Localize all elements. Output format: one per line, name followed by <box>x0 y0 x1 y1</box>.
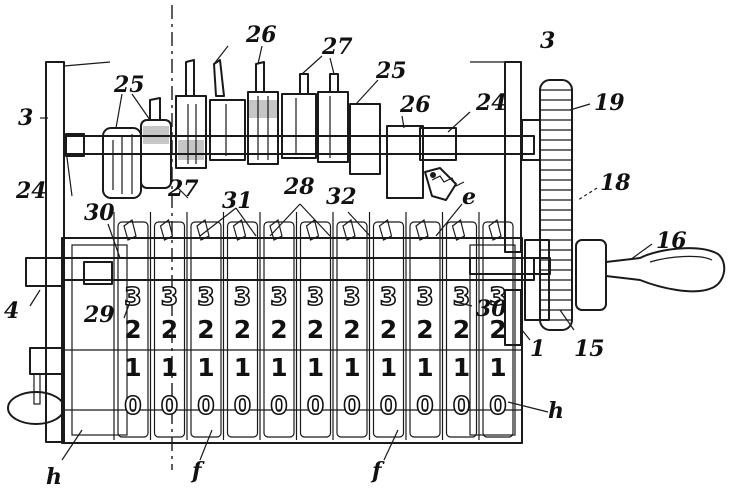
counter-wheel: 3 2 1 0 <box>441 212 478 440</box>
counter-wheel: 3 2 1 0 <box>478 212 514 440</box>
ref-label-1: 1 <box>530 336 545 362</box>
counter-wheel: 3 2 1 0 <box>259 212 295 440</box>
counter-digit: 1 <box>234 353 251 382</box>
counter-digit: 0 <box>453 391 470 420</box>
counter-digit: 1 <box>307 353 324 382</box>
ref-label-f: f <box>190 458 205 484</box>
ref-label-26: 26 <box>245 22 277 48</box>
counter-wheel: 3 2 1 0 <box>113 212 149 440</box>
counter-wheel: 3 2 1 0 <box>405 212 441 440</box>
ref-label-27: 27 <box>167 176 199 202</box>
ref-label-4: 4 <box>4 298 19 324</box>
upper-wheel-assembly <box>102 59 424 199</box>
ref-label-3: 3 <box>18 105 33 131</box>
counter-digit: 3 <box>453 282 470 311</box>
counter-digit: 0 <box>416 391 433 420</box>
counter-wheel: 3 2 1 0 <box>332 212 368 440</box>
ref-label-29: 29 <box>83 302 115 328</box>
pawl-and-spring <box>424 167 465 201</box>
counter-digit: 0 <box>343 391 360 420</box>
counter-digit: 0 <box>161 391 178 420</box>
counter-digit: 1 <box>380 353 397 382</box>
ref-label-h: h <box>548 398 564 424</box>
counter-digit: 3 <box>416 282 433 311</box>
counter-wheel: 3 2 1 0 <box>186 212 222 440</box>
counter-digit: 0 <box>234 391 251 420</box>
counter-digit: 1 <box>343 353 360 382</box>
ref-label-3: 3 <box>540 28 555 54</box>
counter-digit: 2 <box>270 315 287 344</box>
left-frame-plate <box>45 61 65 443</box>
counter-wheel: 3 2 1 0 <box>149 212 186 440</box>
crank-handle <box>469 247 726 293</box>
counter-digit: 3 <box>234 282 251 311</box>
counter-digit: 2 <box>124 315 141 344</box>
counter-digit: 2 <box>489 315 506 344</box>
counter-digit: 3 <box>380 282 397 311</box>
counter-wheel: 3 2 1 0 <box>368 212 405 440</box>
reference-labels: 3 3 25 25 26 26 27 27 24 24 19 18 16 15 … <box>4 22 687 490</box>
left-knob <box>7 347 65 425</box>
ref-label-27: 27 <box>321 34 353 60</box>
counter-digit: 3 <box>343 282 360 311</box>
counter-digit: 3 <box>270 282 287 311</box>
counter-digit: 1 <box>270 353 287 382</box>
ref-label-18: 18 <box>600 170 631 196</box>
counter-digit: 0 <box>270 391 287 420</box>
ref-label-f: f <box>370 458 385 484</box>
counter-digit: 3 <box>124 282 141 311</box>
counter-digit: 0 <box>124 391 141 420</box>
gear-train <box>521 79 607 331</box>
counter-digit: 0 <box>489 391 506 420</box>
ref-label-25: 25 <box>113 72 145 98</box>
counter-digit: 1 <box>416 353 433 382</box>
ref-label-26: 26 <box>399 92 431 118</box>
ref-label-30: 30 <box>476 296 507 322</box>
counter-digit: 0 <box>197 391 214 420</box>
counter-digit: 2 <box>307 315 324 344</box>
counter-digit: 3 <box>307 282 324 311</box>
ref-label-28: 28 <box>283 174 315 200</box>
counter-digit: 2 <box>197 315 214 344</box>
counter-digit: 1 <box>197 353 214 382</box>
ref-label-h: h <box>46 464 62 490</box>
counter-digit: 1 <box>124 353 141 382</box>
counter-wheels: 3210321032103210321032103210321032103210… <box>113 212 514 440</box>
counter-digit: 2 <box>234 315 251 344</box>
ref-label-19: 19 <box>594 90 625 116</box>
counter-digit: 3 <box>161 282 178 311</box>
ref-label-25: 25 <box>375 58 407 84</box>
lower-shaft <box>25 257 535 287</box>
counter-digit: 2 <box>343 315 360 344</box>
ref-label-31: 31 <box>222 188 253 214</box>
counter-digit: 3 <box>197 282 214 311</box>
counter-digit: 2 <box>416 315 433 344</box>
counter-digit: 1 <box>453 353 470 382</box>
ref-label-32: 32 <box>326 184 357 210</box>
counter-digit: 1 <box>489 353 506 382</box>
counter-digit: 2 <box>453 315 470 344</box>
ref-label-24: 24 <box>475 90 507 116</box>
ref-label-30: 30 <box>84 200 115 226</box>
upper-shaft <box>63 127 535 161</box>
ref-label-16: 16 <box>656 228 687 254</box>
base-frame <box>61 237 523 444</box>
ref-label-15: 15 <box>574 336 605 362</box>
counter-digit: 2 <box>161 315 178 344</box>
counter-digit: 1 <box>161 353 178 382</box>
counter-wheel: 3 2 1 0 <box>295 212 332 440</box>
counter-digit: 2 <box>380 315 397 344</box>
counter-digit: 0 <box>380 391 397 420</box>
leader-lines <box>29 45 653 461</box>
counter-digit: 3 <box>489 282 506 311</box>
ref-label-24: 24 <box>15 178 47 204</box>
ref-label-e: e <box>462 184 476 210</box>
counter-digit: 0 <box>307 391 324 420</box>
counter-wheel: 3 2 1 0 <box>222 212 259 440</box>
